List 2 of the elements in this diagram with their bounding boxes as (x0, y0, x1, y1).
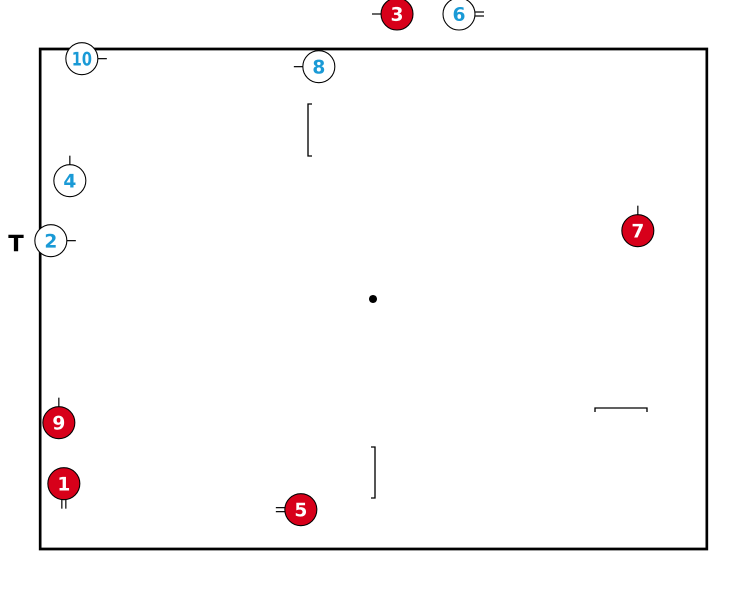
pitch-outline (38, 48, 708, 550)
team-letter: T (8, 234, 24, 252)
